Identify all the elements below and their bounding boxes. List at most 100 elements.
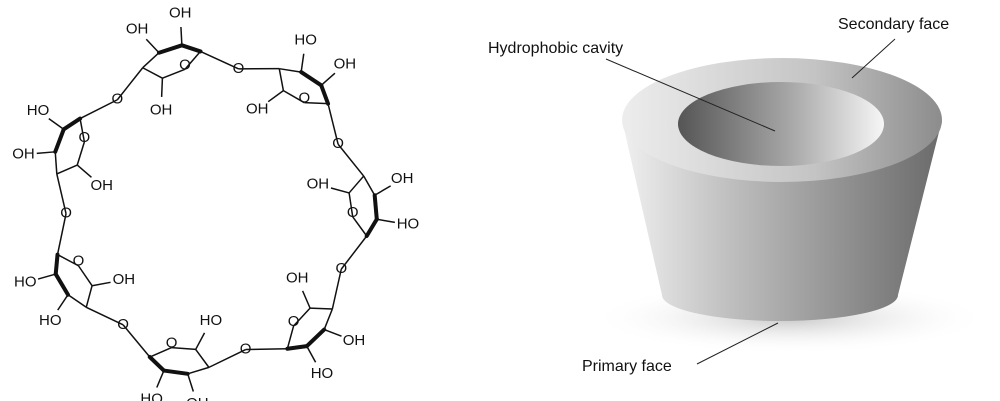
hydroxyl-group: HO xyxy=(39,312,62,329)
glucose-unit xyxy=(36,67,144,178)
hydroxyl-group: HO xyxy=(200,312,223,329)
substituent-bond xyxy=(76,164,92,178)
ring-bond xyxy=(323,308,334,330)
glycosidic-oxygen: O xyxy=(332,135,344,152)
ring-bond xyxy=(363,175,376,196)
hydroxyl-group: HO xyxy=(397,216,420,233)
ring-bond xyxy=(285,344,309,351)
ring-bond xyxy=(179,43,203,54)
glycosidic-bond xyxy=(122,324,151,358)
ring-bond xyxy=(195,348,210,368)
ring-bond xyxy=(142,52,160,69)
substituent-bond xyxy=(330,187,350,194)
glycosidic-oxygen: O xyxy=(233,60,245,77)
glycosidic-bond xyxy=(337,143,365,177)
truncated-cone-model: Hydrophobic cavity Secondary face Primar… xyxy=(488,16,990,375)
ring-bond xyxy=(304,327,327,349)
glucose-unit xyxy=(37,173,111,311)
substituent-bond xyxy=(320,72,336,86)
glycosidic-oxygen: O xyxy=(117,316,129,333)
ring-bond xyxy=(283,89,305,104)
ring-bond xyxy=(85,285,93,308)
substituent-bond xyxy=(57,294,69,311)
substituent-bond xyxy=(180,26,183,46)
substituent-bond xyxy=(36,151,56,155)
ring-bond xyxy=(187,366,210,375)
ring-bond xyxy=(53,252,60,277)
glucose-unit xyxy=(208,290,342,369)
substituent-bond xyxy=(300,53,305,73)
hydroxyl-group: OH xyxy=(186,395,209,401)
substituent-bond xyxy=(267,89,284,103)
ring-bond xyxy=(364,217,379,238)
substituent-bond xyxy=(145,38,160,54)
hydrophobic-cavity xyxy=(678,82,884,166)
substituent-bond xyxy=(323,328,342,337)
hydroxyl-group: OH xyxy=(246,101,269,118)
ring-bond xyxy=(293,307,311,327)
hydroxyl-group: OH xyxy=(169,5,192,22)
ring-oxygen: O xyxy=(73,253,85,270)
hydroxyl-group: HO xyxy=(27,102,50,119)
ring-bond xyxy=(161,368,190,376)
ring-bond xyxy=(67,294,87,308)
secondary-face-label: Secondary face xyxy=(838,16,949,33)
substituent-bond xyxy=(195,332,206,350)
substituent-bond xyxy=(374,185,392,196)
glycosidic-bond xyxy=(327,103,339,145)
hydroxyl-group: OH xyxy=(150,101,173,118)
substituent-bond xyxy=(376,218,396,224)
hydroxyl-group: OH xyxy=(286,269,309,286)
ring-bond xyxy=(54,151,58,174)
ring-bond xyxy=(304,101,329,105)
ring-bond xyxy=(157,43,184,55)
hydroxyl-group: OH xyxy=(334,55,357,72)
ring-bond xyxy=(352,216,368,237)
primary-leader-line xyxy=(696,322,779,365)
substituent-bond xyxy=(91,281,111,287)
ring-oxygen: O xyxy=(79,129,91,146)
glucose-unit xyxy=(330,175,396,310)
substituent-bond xyxy=(160,78,164,97)
glycosidic-bond xyxy=(56,213,67,255)
glycosidic-bond xyxy=(331,268,343,310)
glycosidic-bond xyxy=(200,50,239,70)
glycosidic-bond xyxy=(85,306,124,326)
glycosidic-bond xyxy=(56,173,67,214)
glycosidic-bond xyxy=(340,235,368,270)
glycosidic-bond xyxy=(245,347,288,351)
glucose-unit xyxy=(142,26,280,97)
ring-bond xyxy=(319,83,331,106)
ring-bond xyxy=(149,346,172,358)
glycosidic-oxygen: O xyxy=(240,340,252,357)
ring-bond xyxy=(57,253,79,267)
substituent-bond xyxy=(37,273,56,280)
ring-oxygen: O xyxy=(299,90,311,107)
hydroxyl-group: HO xyxy=(14,274,37,291)
hydroxyl-group: OH xyxy=(12,145,35,162)
hydroxyl-group: OH xyxy=(90,177,113,194)
ring-bond xyxy=(77,265,93,287)
primary-face-label: Primary face xyxy=(582,358,672,375)
hydroxyl-group: OH xyxy=(126,20,149,37)
ring-oxygen: O xyxy=(166,335,178,352)
ring-bond xyxy=(171,346,196,351)
glycosidic-oxygen: O xyxy=(60,205,72,222)
ring-bond xyxy=(299,70,324,88)
hydroxyl-group: OH xyxy=(113,271,136,288)
ring-bond xyxy=(147,355,166,373)
glycosidic-oxygen: O xyxy=(112,91,124,108)
glycosidic-bond xyxy=(116,67,144,101)
cavity-label: Hydrophobic cavity xyxy=(488,40,623,57)
substituent-bond xyxy=(156,370,165,388)
ring-bond xyxy=(278,68,285,91)
ring-bond xyxy=(279,67,302,73)
hydroxyl-group: OH xyxy=(307,175,330,192)
glucose-unit xyxy=(85,306,210,392)
glucose-unit xyxy=(267,53,365,177)
ring-bond xyxy=(53,127,66,154)
substituent-bond xyxy=(48,118,65,130)
ring-oxygen: O xyxy=(347,204,359,221)
hydroxyl-group: HO xyxy=(294,31,317,48)
